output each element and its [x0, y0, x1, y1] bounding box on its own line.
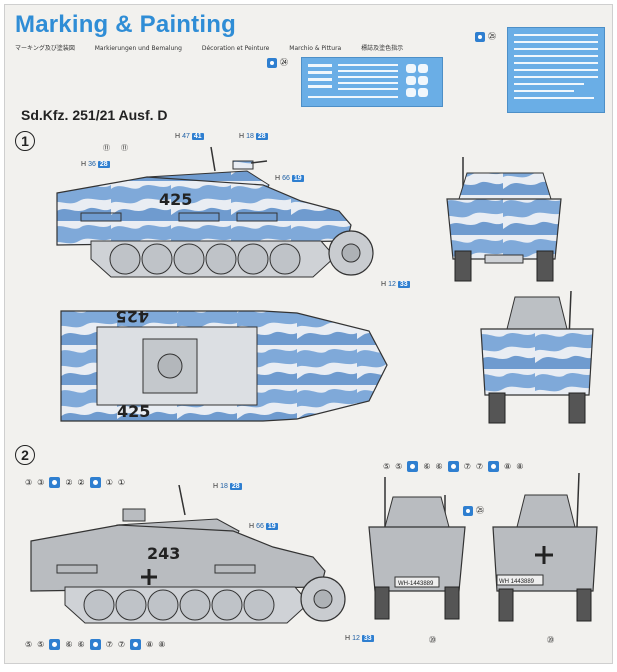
scheme-2-number: 2	[15, 445, 35, 465]
subtitle-row: マーキング及び塗装図 Markierungen und Bemalung Déc…	[15, 43, 421, 52]
scheme-1-top-number-rear: 425	[117, 402, 150, 421]
scheme-1-mark-b: ⑪	[121, 145, 128, 152]
scheme-2-rear-plate: WH 1443889	[499, 579, 535, 585]
model-title: Sd.Kfz. 251/21 Ausf. D	[21, 107, 168, 123]
subtitle-fr: Décoration et Peinture	[201, 45, 270, 52]
decal-icon	[475, 31, 485, 42]
decal-icon	[463, 505, 473, 516]
scheme-2-front-view: WH-1443889	[368, 477, 466, 620]
instruction-page: Marking & Painting マーキング及び塗装図 Markierung…	[4, 4, 613, 664]
scheme-1-front-view	[446, 157, 562, 282]
decal-sheet-large-art	[514, 34, 598, 99]
subtitle-cn: 標誌及塗色指示	[361, 45, 404, 52]
subtitle-de: Markierungen und Bemalung	[94, 45, 182, 52]
scheme-2-side-view: 243	[30, 485, 346, 624]
scheme-2-front-plate: WH-1443889	[398, 581, 434, 587]
subtitle-it: Marchio & Pittura	[289, 45, 342, 52]
scheme-2-side-number: 243	[147, 544, 180, 563]
decal-ref-24: ㉔	[267, 57, 288, 68]
decal-sheet-small	[301, 57, 443, 107]
scheme-1-rear-view	[480, 290, 594, 424]
subtitle-jp: マーキング及び塗装図	[15, 45, 75, 52]
decal-icon	[267, 57, 277, 68]
scheme-2-rear-mark: ⑳	[547, 637, 554, 644]
page-title: Marking & Painting	[15, 11, 236, 38]
scheme-1-number: 1	[15, 131, 35, 151]
decal-sheet-large	[507, 27, 605, 113]
scheme-2-front-mark: ⑳	[429, 637, 436, 644]
scheme-1-side-number: 425	[159, 190, 192, 209]
scheme-2-rear-view: WH 1443889	[492, 472, 598, 622]
scheme-1-side-view: 425	[56, 146, 374, 278]
decal-sheet-small-art	[308, 64, 428, 98]
decal-ref-25: ㉕	[475, 31, 496, 42]
scheme-1-mark-a: ⑪	[103, 145, 110, 152]
scheme-1-top-view: 425 425	[60, 307, 388, 422]
scheme-2-side-mark: ㉕	[463, 505, 484, 516]
scheme-1-top-number-front: 425	[116, 307, 149, 326]
